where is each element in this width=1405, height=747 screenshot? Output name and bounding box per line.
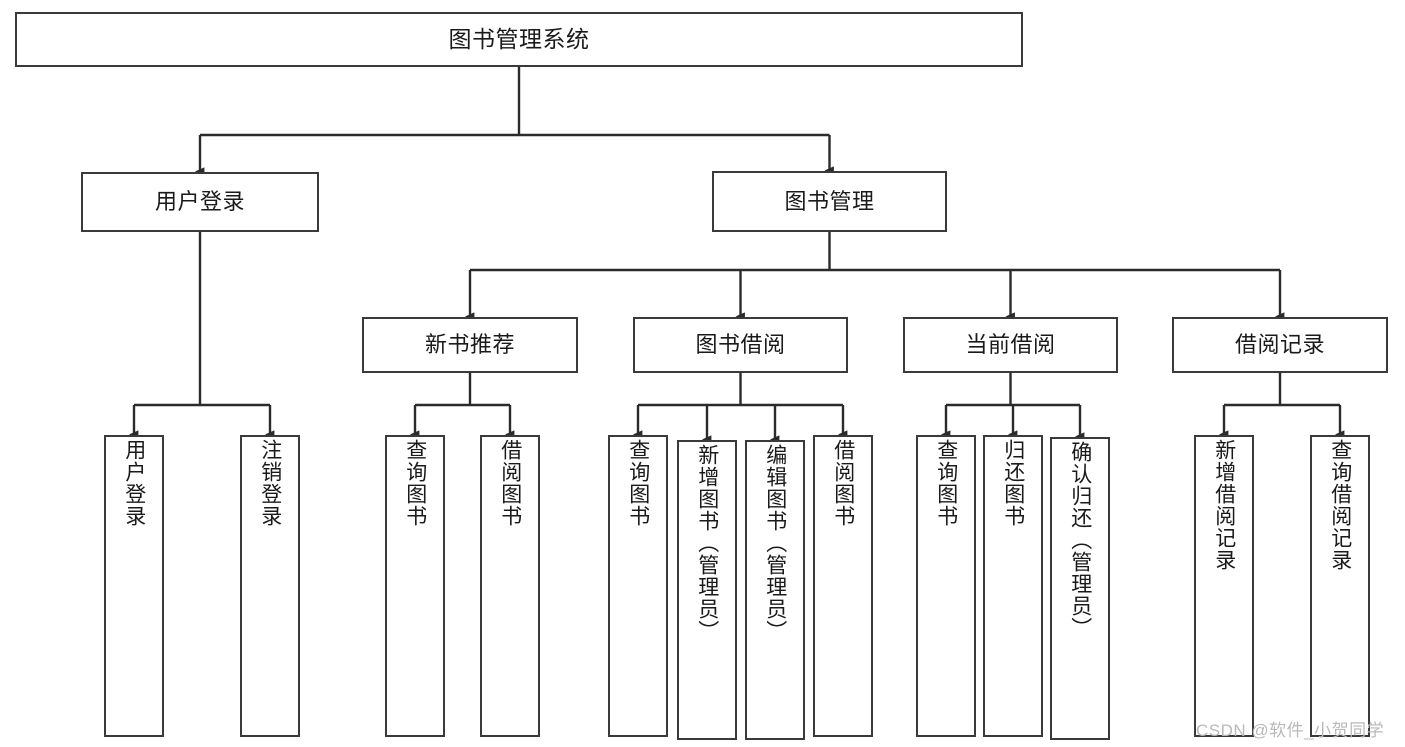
- node-label: 注销登录: [258, 439, 282, 527]
- node-leaf-add-record[interactable]: 新增借阅记录: [1194, 435, 1254, 737]
- node-label: 借阅图书: [831, 439, 855, 527]
- node-label: 借阅图书: [498, 439, 522, 527]
- node-label: 借阅记录: [1234, 332, 1325, 358]
- node-label: 新增借阅记录: [1212, 439, 1236, 571]
- node-label: 查询图书: [934, 439, 958, 527]
- node-leaf-borrow-book-2[interactable]: 借阅图书: [813, 435, 873, 737]
- node-label: 图书管理: [784, 188, 875, 214]
- node-leaf-query-book-2[interactable]: 查询图书: [608, 435, 668, 737]
- node-label: 查询借阅记录: [1328, 439, 1352, 571]
- node-leaf-query-book-1[interactable]: 查询图书: [385, 435, 445, 737]
- node-label: 查询图书: [403, 439, 427, 527]
- node-label: 图书借阅: [695, 332, 786, 358]
- node-leaf-logout[interactable]: 注销登录: [240, 435, 300, 737]
- node-label: 确认归还（管理员）: [1068, 441, 1092, 639]
- node-borrow-record[interactable]: 借阅记录: [1172, 317, 1388, 373]
- node-new-book-rec[interactable]: 新书推荐: [362, 317, 578, 373]
- node-root[interactable]: 图书管理系统: [15, 12, 1023, 67]
- node-label: 编辑图书（管理员）: [763, 444, 787, 642]
- node-current-borrow[interactable]: 当前借阅: [903, 317, 1118, 373]
- csdn-watermark: CSDN @软件_小贺同学: [1196, 721, 1385, 740]
- node-leaf-query-book-3[interactable]: 查询图书: [916, 435, 976, 737]
- node-label: 查询图书: [626, 439, 650, 527]
- edge-paths: [129, 67, 1345, 444]
- node-leaf-borrow-book-1[interactable]: 借阅图书: [480, 435, 540, 737]
- node-label: 新书推荐: [424, 332, 515, 358]
- node-leaf-return-book[interactable]: 归还图书: [983, 435, 1043, 737]
- node-book-manage[interactable]: 图书管理: [712, 171, 947, 232]
- node-leaf-query-record[interactable]: 查询借阅记录: [1310, 435, 1370, 737]
- node-leaf-confirm-return[interactable]: 确认归还（管理员）: [1050, 437, 1110, 740]
- node-label: 图书管理系统: [448, 26, 590, 53]
- node-leaf-user-login[interactable]: 用户登录: [104, 435, 164, 737]
- node-label: 当前借阅: [965, 332, 1056, 358]
- node-leaf-edit-book[interactable]: 编辑图书（管理员）: [745, 440, 805, 740]
- node-user-login[interactable]: 用户登录: [81, 172, 319, 232]
- node-label: 新增图书（管理员）: [695, 444, 719, 642]
- node-label: 用户登录: [122, 439, 146, 527]
- node-label: 归还图书: [1001, 439, 1025, 527]
- node-book-borrow[interactable]: 图书借阅: [633, 317, 848, 373]
- node-leaf-add-book[interactable]: 新增图书（管理员）: [677, 440, 737, 740]
- node-label: 用户登录: [154, 189, 245, 215]
